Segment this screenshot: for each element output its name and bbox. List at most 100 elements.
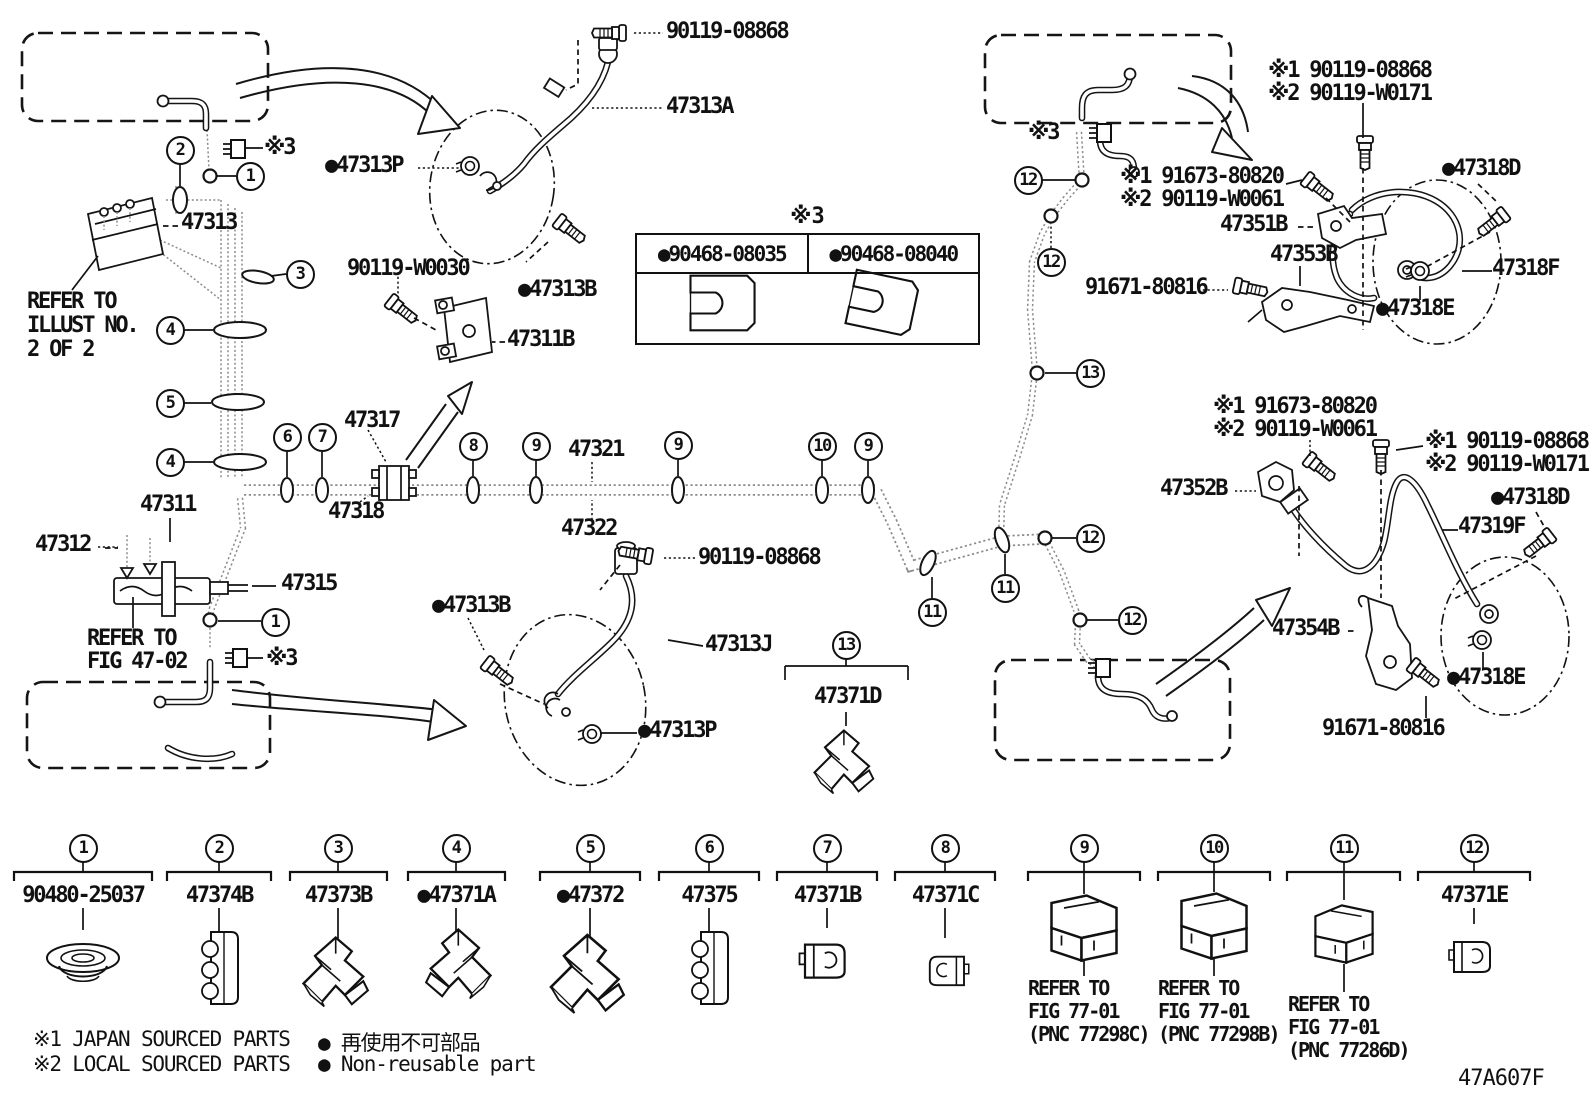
abs-actuator-47313 [86,196,165,272]
part-label: 90119-08868 [666,19,790,44]
callout-1: 1 [260,607,290,637]
small-arrow-47311b [405,381,473,469]
legend-glyph-4 [424,928,492,1000]
part-label: ※2 90119-W0171 [1425,452,1590,477]
legend-refer-line: REFER TO [1158,976,1240,1000]
legend-callout-3: 3 [323,833,353,863]
legend-glyph-2 [201,931,239,1005]
junction-47317 [371,465,417,501]
callout-7: 7 [307,422,337,452]
callout-8: 8 [458,431,488,461]
bolt-91671-lower [1405,656,1444,692]
part-47371d [813,729,875,795]
callout-12: 12 [1075,523,1105,553]
legend-callout-8: 8 [930,833,960,863]
callout-12: 12 [1036,247,1066,277]
legend-part-label: ●47371A [417,883,497,908]
bolt-47313b-top [551,212,590,248]
legend-glyph-9 [1050,894,1118,962]
legend-refer-line: (PNC 77298B) [1158,1022,1280,1046]
part-label: ※2 90119-W0061 [1213,417,1378,442]
callout-1: 1 [235,161,265,191]
detail-ellipse-right-lower [1440,556,1570,716]
bottom-row-lines [12,862,1532,1015]
part-label: ※2 90119-W0061 [1120,187,1285,212]
clip-47313p-bottom [545,697,602,744]
callout-4: 4 [155,315,185,345]
callout-3: 3 [285,259,315,289]
callout-4: 4 [155,447,185,477]
part-label: 47351B [1220,212,1288,237]
hose-47318f [1329,188,1464,302]
sweep-arrow-top-right [1177,75,1253,161]
legend-part-label: 90480-25037 [22,883,146,908]
sweep-arrow-top-left [235,67,461,135]
master-cylinder [113,561,248,617]
sweep-arrow-bottom-left [231,689,467,741]
connector-x3-top-left [222,139,246,159]
part-label: 47354B [1272,616,1340,641]
legend-callout-2: 2 [204,833,234,863]
callout-6: 6 [272,422,302,452]
part-label: 90119-08868 [698,545,822,570]
hose-47313a [486,37,618,195]
legend-part-label: 47374B [185,883,254,908]
rect-hoses [153,67,1178,763]
part-label: ※3 [264,135,296,160]
bolt-91673-upper [1299,170,1338,206]
legend-part-label: 47375 [681,883,738,908]
part-label: 47311B [507,327,575,352]
spec-table-cell-left: ●90468-08035 [637,235,809,272]
bolt-90119-w0030 [383,292,422,328]
part-label: ●47313P [325,153,405,178]
part-label: ※1 90119-08868 [1268,58,1433,83]
part-label: 47318 [328,499,385,524]
part-label: 47315 [281,571,338,596]
callout-9: 9 [663,430,693,460]
body-outline-bottom-right [993,658,1232,762]
callout-11: 11 [917,597,947,627]
callout-13: 13 [831,630,861,660]
part-label: 47312 [35,532,92,557]
legend-part-label: 47373B [304,883,373,908]
part-label: 90119-W0030 [347,256,471,281]
connector-x3-top-right [1088,123,1112,143]
bolt-47313b-bottom [479,654,518,690]
bracket-47311b [434,296,493,364]
clip-47313p-top [455,156,502,191]
sweep-arrow-mid-right [1155,587,1291,697]
part-label: 47322 [561,516,618,541]
legend-part-label: 47371E [1440,883,1509,908]
callout-11: 11 [990,573,1020,603]
part-label: 47371D [814,684,882,709]
legend-glyph-11 [1314,904,1374,964]
legend-refer-line: (PNC 77298C) [1028,1022,1150,1046]
nut-47318e-lower [1467,630,1492,650]
legend-callout-12: 12 [1459,833,1489,863]
legend-refer-line: FIG 77-01 [1288,1015,1380,1039]
hose-47319f [1278,474,1499,624]
legend-refer-line: REFER TO [1028,976,1110,1000]
part-label: REFER TO [87,626,178,651]
part-label: 2 OF 2 [27,337,95,362]
detail-ellipse-top [428,109,556,265]
legend-glyph-8 [928,955,970,987]
part-label: ※1 90119-08868 [1425,429,1590,454]
legend-refer-line: REFER TO [1288,992,1370,1016]
spec-table-title: ※3 [790,204,825,229]
bolt-91671-upper [1231,276,1270,301]
figure-code: 47A607F [1458,1066,1545,1091]
leader-lines [71,32,1546,734]
bracket-47354b [1357,595,1413,691]
spec-table-cell-right: ●90468-08040 [829,241,959,266]
legend-part-label: ●47372 [556,883,625,908]
part-label: 47319F [1458,514,1526,539]
legend-glyph-1 [46,943,120,983]
callout-12: 12 [1013,165,1043,195]
part-label: 47353B [1270,242,1338,267]
footnote-japan-sourced: ※1 JAPAN SOURCED PARTS [33,1027,291,1051]
legend-glyph-10 [1180,892,1248,960]
part-label: 47352B [1160,476,1228,501]
part-label: ●47313B [518,277,598,302]
